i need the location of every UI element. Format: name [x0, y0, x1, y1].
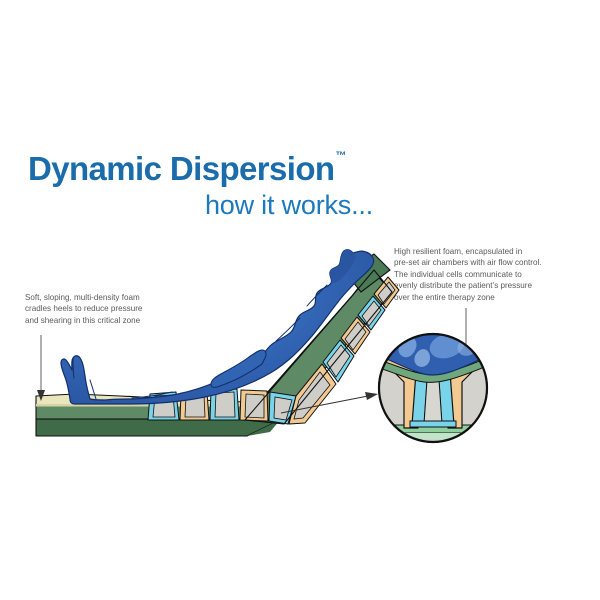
air-cell	[268, 391, 297, 425]
callout-left-line-3: and shearing in this critical zone	[25, 315, 141, 325]
detail-circle	[377, 332, 489, 444]
ankle-line	[89, 379, 97, 400]
callout-left-line-1: Soft, sloping, multi-density foam	[25, 293, 140, 302]
base-end-cap	[247, 420, 280, 436]
air-cell	[357, 295, 386, 331]
callout-right-line-5: over the entire therapy zone	[394, 292, 495, 302]
callout-right-line-1: High resilient foam, encapsulated in	[394, 247, 523, 256]
deck-edge-overlay	[244, 269, 393, 425]
detail-leader-arrow	[280, 392, 378, 414]
toe-split-line	[72, 357, 75, 379]
chest-contour	[306, 284, 328, 307]
air-cell	[322, 339, 355, 383]
callout-right-line-2: pre-set air chambers with air flow contr…	[394, 258, 542, 268]
page-title: Dynamic Dispersion™	[28, 150, 388, 187]
air-cell	[209, 388, 240, 421]
trademark-symbol: ™	[335, 150, 347, 162]
air-cells-seat	[147, 388, 297, 425]
foam-wedge-shadow	[36, 404, 245, 407]
page-title-text: Dynamic Dispersion	[28, 150, 335, 187]
leg-fold-line	[131, 391, 173, 399]
air-cell	[239, 389, 269, 422]
callout-right-text: High resilient foam, encapsulated in pre…	[394, 246, 574, 303]
detail-circle-outline	[377, 332, 489, 444]
callout-left-line-2: cradles heels to reduce pressure	[25, 304, 143, 314]
air-cell	[373, 276, 400, 309]
cell-bottom-connector	[409, 420, 457, 428]
torso-contour	[275, 317, 301, 342]
callout-left-arrow	[37, 335, 45, 401]
cell-top-cover	[379, 357, 487, 383]
patient-arm	[210, 349, 267, 388]
title-block: Dynamic Dispersion™ how it works...	[28, 150, 388, 221]
patient-head-shade	[329, 249, 356, 284]
callout-left-text: Soft, sloping, multi-density foam cradle…	[25, 292, 190, 326]
callout-right-line-4: evenly distribute the patient’s pressure	[394, 281, 532, 291]
page-subtitle: how it works...	[204, 189, 373, 220]
patient-figure	[60, 249, 375, 405]
callout-right-line-3: The individual cells communicate to	[394, 269, 522, 279]
